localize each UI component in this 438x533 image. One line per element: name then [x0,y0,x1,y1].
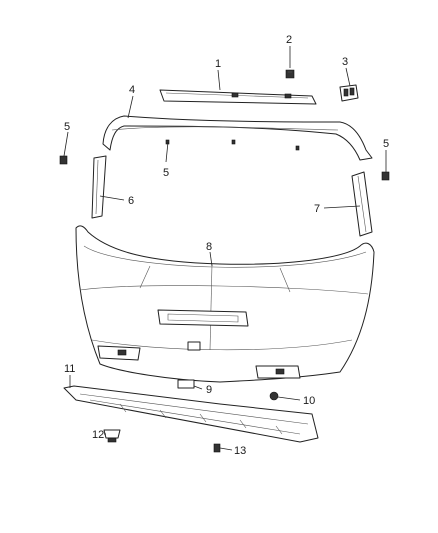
callout-3: 3 [342,56,348,68]
part-8-liftgate-trim-panel [75,225,375,383]
callout-5-center: 5 [163,167,169,179]
part-9-plug [177,379,195,389]
callout-11: 11 [64,363,75,375]
callout-1: 1 [215,58,221,70]
leader-lines [63,46,387,451]
part-12-retainer [103,429,121,443]
part-6-left-pillar-trim [91,155,107,219]
part-1-upper-trim-strip [159,89,317,105]
callout-8: 8 [206,241,212,253]
callout-4: 4 [129,84,135,96]
callout-12: 12 [92,429,104,441]
callout-10: 10 [303,395,315,407]
part-2-clip [285,69,295,79]
part-13-clip [213,443,221,453]
part-11-scuff-plate [63,385,319,443]
callout-2: 2 [286,34,292,46]
part-7-right-pillar-trim [351,171,373,237]
part-4-header-arch [102,115,373,161]
callout-6: 6 [128,195,134,207]
part-5-clip-right [381,171,390,181]
callout-5-left: 5 [64,121,70,133]
callout-9: 9 [206,384,212,396]
callout-5-right: 5 [383,138,389,150]
part-10-push-clip [269,391,279,401]
part-3-bracket [339,84,359,102]
callout-13: 13 [234,445,246,457]
part-5-clip-left [59,155,68,165]
callout-7: 7 [314,203,320,215]
